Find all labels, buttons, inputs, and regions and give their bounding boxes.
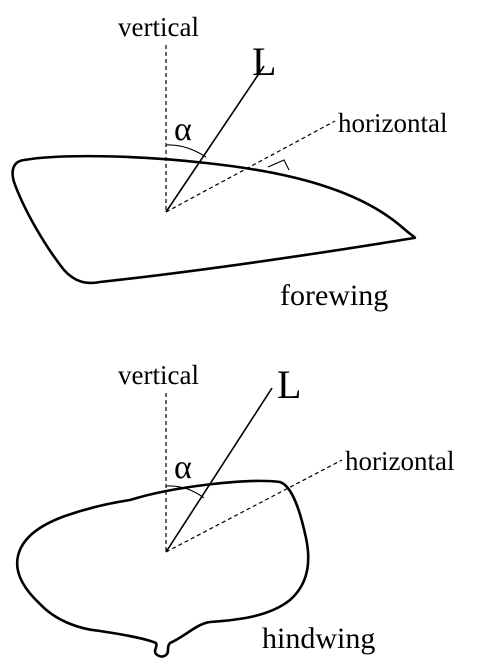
forewing-horizontal-label: horizontal bbox=[338, 108, 447, 138]
hindwing-horizontal-label: horizontal bbox=[345, 446, 454, 476]
hindwing-L-label: L bbox=[277, 362, 301, 407]
forewing-alpha-label: α bbox=[174, 111, 192, 148]
forewing-panel: vertical L α horizontal forewing bbox=[11, 12, 447, 312]
hindwing-label: hindwing bbox=[262, 622, 375, 655]
hindwing-L-line bbox=[165, 387, 273, 553]
forewing-L-line bbox=[165, 65, 265, 213]
forewing-label: forewing bbox=[280, 279, 388, 312]
forewing-vertical-label: vertical bbox=[118, 12, 199, 42]
hindwing-horizontal-axis bbox=[165, 459, 343, 553]
forewing-angle-arc bbox=[165, 144, 207, 158]
forewing-right-angle-marker bbox=[267, 159, 290, 171]
forewing-horizontal-axis bbox=[165, 120, 336, 213]
hindwing-vertical-label: vertical bbox=[118, 360, 199, 390]
hindwing-outline bbox=[15, 479, 310, 658]
hindwing-alpha-label: α bbox=[174, 449, 192, 486]
hindwing-panel: vertical L α horizontal hindwing bbox=[15, 360, 454, 658]
forewing-outline bbox=[11, 154, 417, 285]
